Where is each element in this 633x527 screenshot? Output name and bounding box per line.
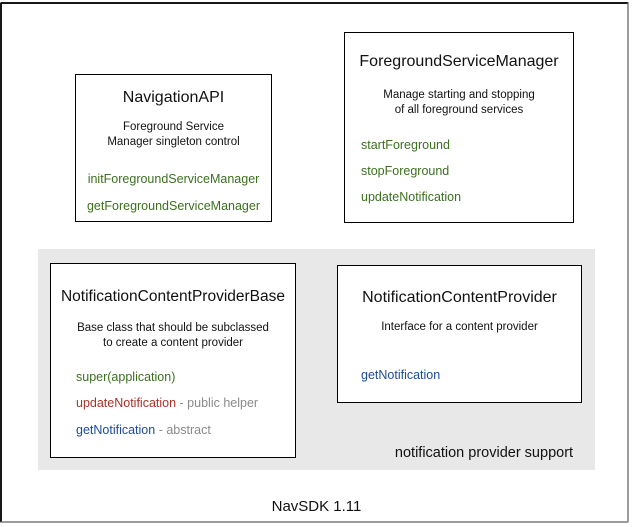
class-title: NavigationAPI [122, 88, 225, 106]
method-label: updateNotification [76, 396, 177, 410]
method-annotation: - abstract [155, 423, 211, 437]
method-super-application: super(application) [76, 370, 295, 385]
description-line: Base class that should be subclassed [77, 322, 269, 334]
class-title: NotificationContentProvider [362, 289, 557, 306]
description-line: of all foreground services [394, 103, 524, 116]
description-line: Foreground Service [123, 120, 224, 133]
method-getForegroundServiceManager: getForegroundServiceManager [86, 198, 261, 213]
description-line: Manage starting and stopping [383, 88, 535, 101]
method-stopForeground: stopForeground [361, 163, 450, 178]
method-label: getNotification [76, 423, 156, 437]
method-annotation: - public helper [176, 396, 259, 410]
method-updateNotification: updateNotification [361, 189, 462, 204]
class-title: ForegroundServiceManager [359, 52, 559, 70]
description-line: Manager singleton control [107, 135, 240, 148]
class-description: Base class that should be subclassed to … [51, 321, 295, 351]
method-startForeground: startForeground [361, 137, 450, 152]
method-getNotification: getNotification [361, 368, 441, 382]
diagram-caption: NavSDK 1.11 [271, 498, 362, 515]
method-updateNotification: updateNotification - public helper [76, 396, 295, 411]
method-initForegroundServiceManager: initForegroundServiceManager [87, 171, 260, 186]
class-box-foreground-service-manager: ForegroundServiceManager Manage starting… [344, 32, 574, 223]
group-label-notification-provider-support: notification provider support [394, 445, 574, 461]
class-description: Manage starting and stopping of all fore… [345, 88, 573, 118]
class-title: NotificationContentProviderBase [60, 288, 285, 305]
class-description: Foreground Service Manager singleton con… [76, 120, 271, 150]
description-line: Interface for a content provider [381, 321, 538, 333]
description-line: to create a content provider [103, 337, 243, 349]
class-description: Interface for a content provider [338, 320, 581, 335]
class-box-notification-content-provider: NotificationContentProvider Interface fo… [337, 265, 582, 403]
class-box-notification-content-provider-base: NotificationContentProviderBase Base cla… [50, 263, 296, 458]
method-getNotification: getNotification - abstract [76, 423, 295, 438]
class-box-navigation-api: NavigationAPI Foreground Service Manager… [75, 74, 272, 222]
method-label: super(application) [76, 370, 176, 384]
